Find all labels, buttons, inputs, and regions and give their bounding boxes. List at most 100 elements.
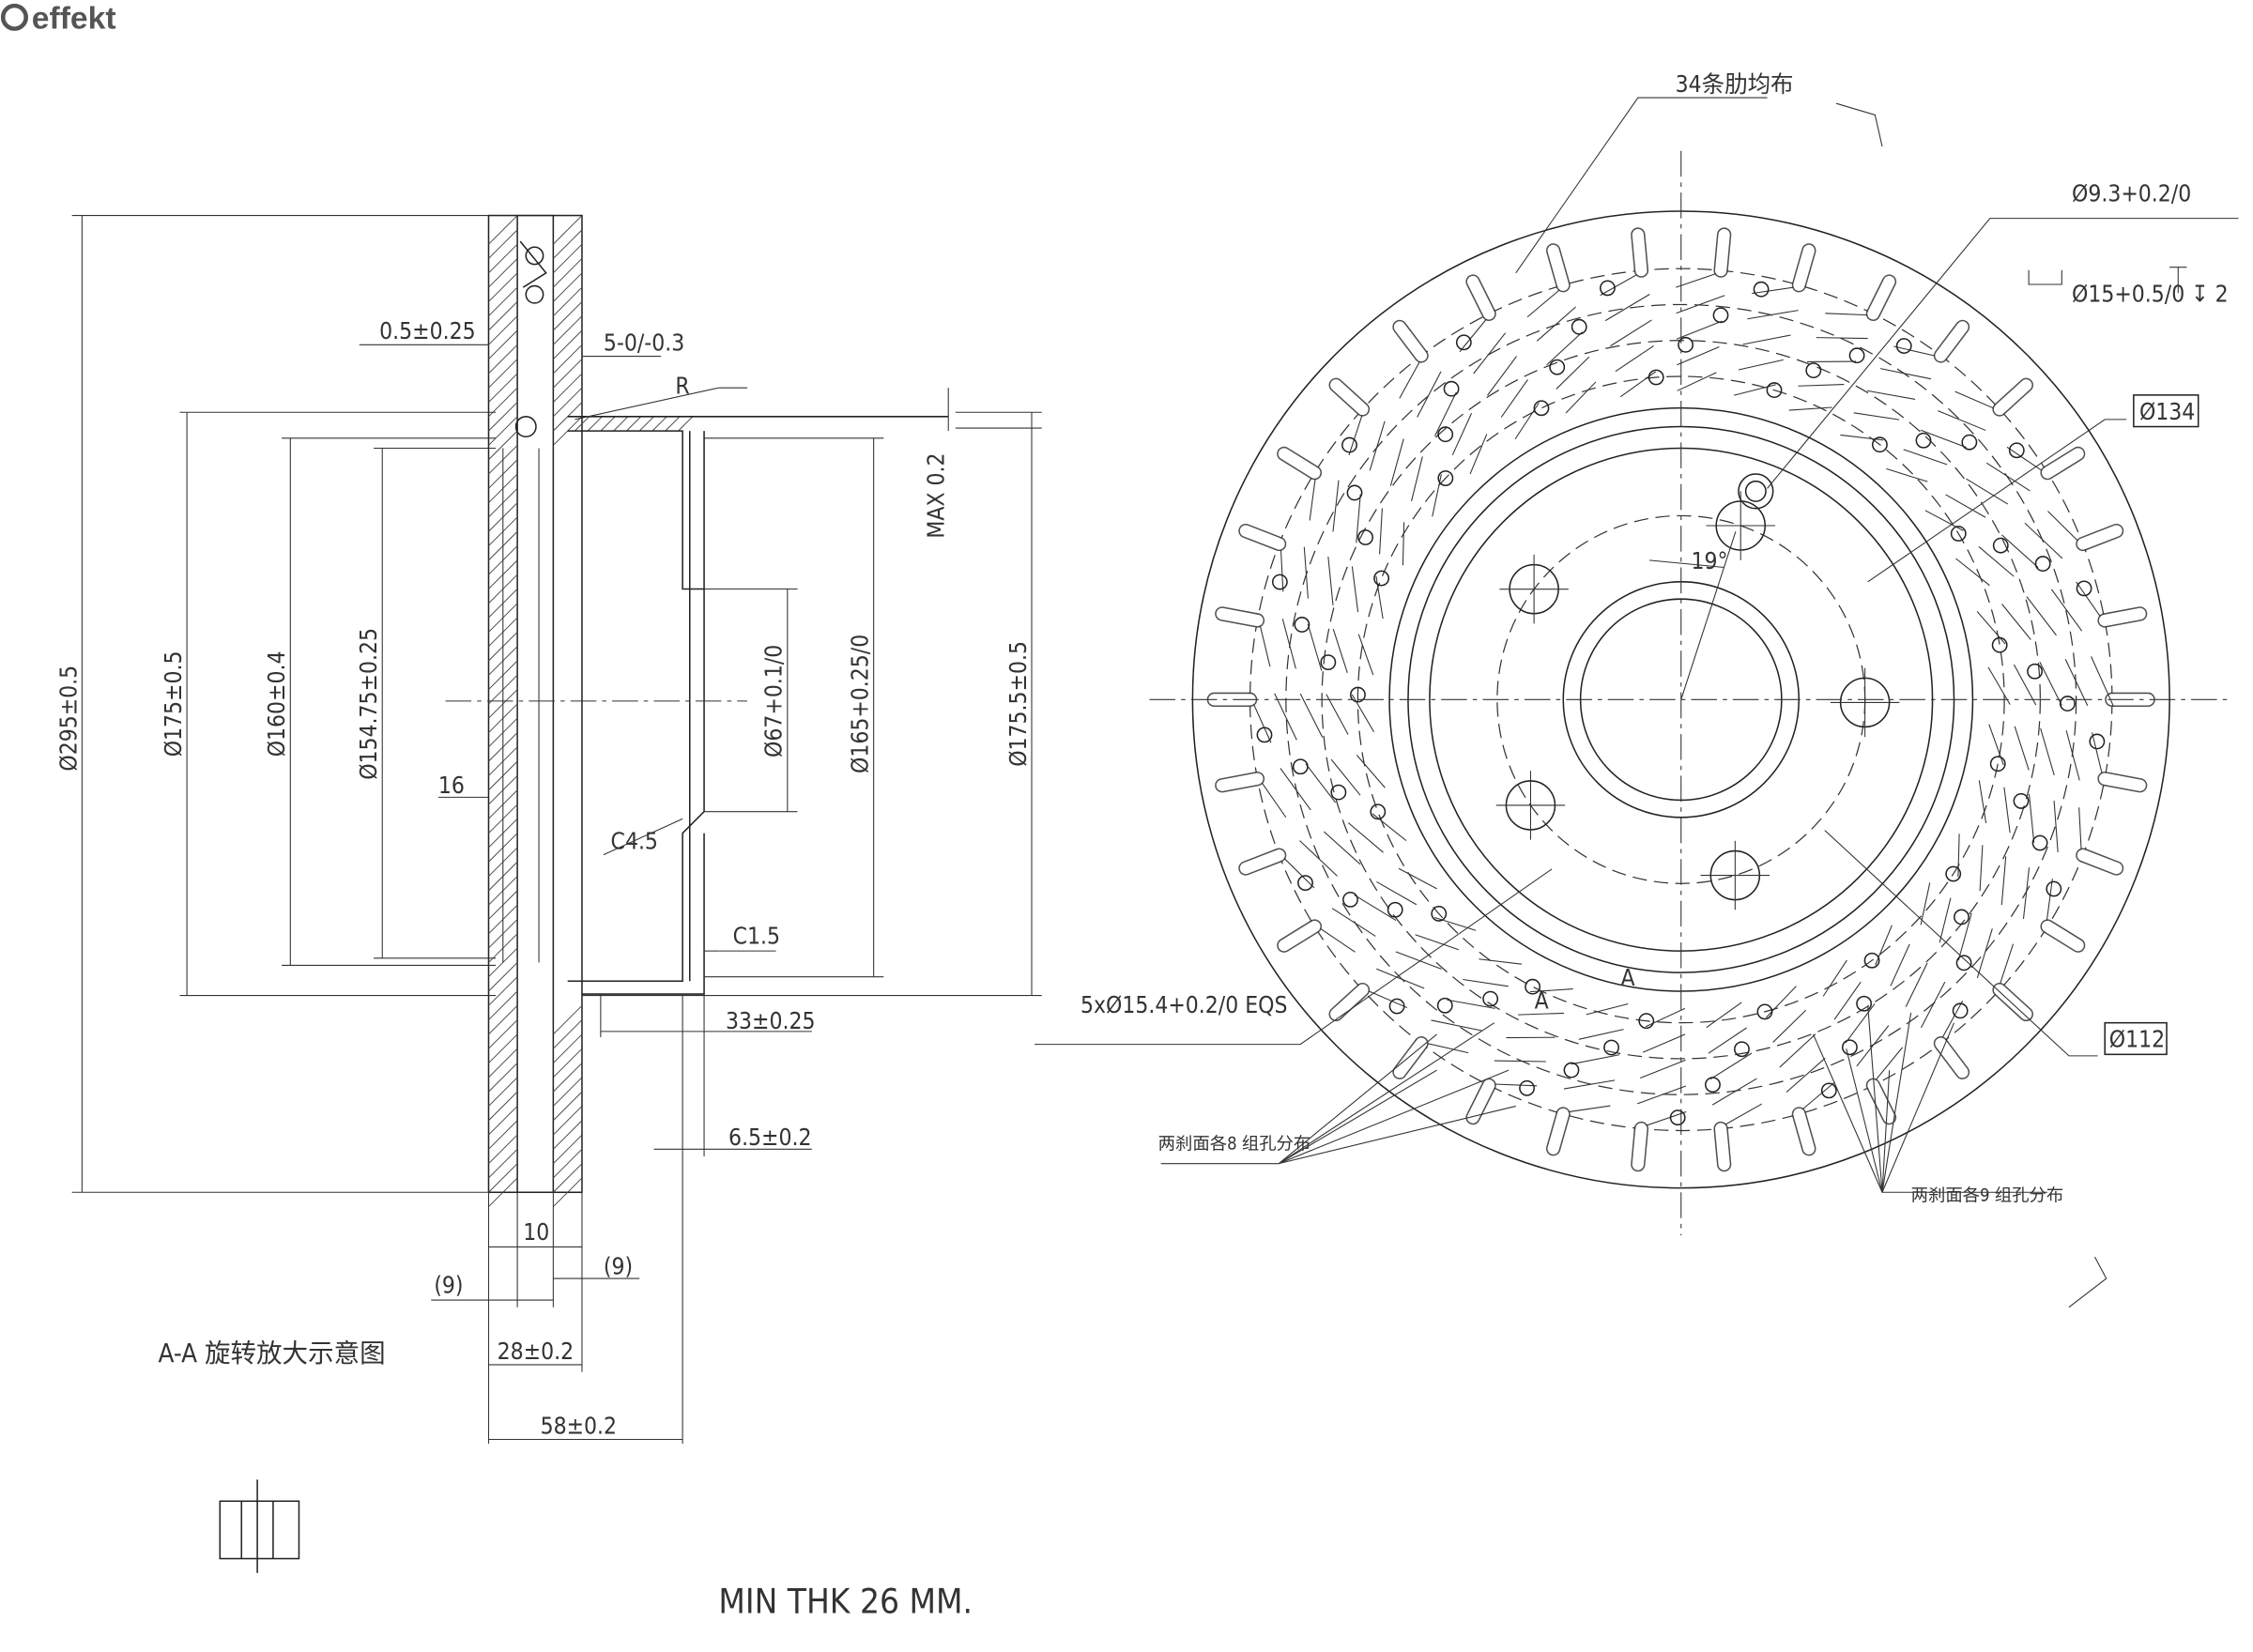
rib-hatch bbox=[1347, 822, 1384, 853]
drilled-hole bbox=[1945, 865, 1962, 882]
rib-hatch bbox=[1610, 319, 1652, 347]
rib-hatch bbox=[1417, 371, 1442, 418]
rib-hatch bbox=[1307, 623, 1323, 671]
small-hole-dim: Ø9.3+0.2/0 bbox=[2072, 179, 2191, 206]
rib-hatch bbox=[1518, 1012, 1565, 1016]
drilled-hole bbox=[1387, 901, 1403, 918]
rib-hatch bbox=[2003, 787, 2011, 834]
rib-hatch bbox=[1434, 916, 1477, 931]
counterbore-dim: Ø15+0.5/0 ↧ 2 bbox=[2072, 280, 2229, 307]
drilled-hole bbox=[1341, 436, 1357, 453]
drilled-hole bbox=[1346, 484, 1363, 501]
dim-58: 58±0.2 bbox=[541, 1412, 617, 1439]
dim-c45: C4.5 bbox=[611, 827, 658, 854]
note-9-groups: 两刹面各9 组孔分布 bbox=[1911, 1185, 2064, 1205]
rib-hatch bbox=[1833, 981, 1862, 1020]
drilled-hole bbox=[1533, 400, 1550, 417]
rib-hatch bbox=[1945, 494, 1986, 518]
rib-hatch bbox=[1372, 813, 1407, 842]
rib-hatch bbox=[1469, 434, 1488, 475]
drilled-hole bbox=[1437, 426, 1454, 443]
drilled-hole bbox=[1357, 529, 1373, 545]
rib-hatch bbox=[1398, 867, 1437, 890]
rib-hatch bbox=[1734, 384, 1776, 396]
drilled-hole bbox=[1805, 362, 1822, 379]
drilled-hole bbox=[1954, 909, 1969, 925]
rib-hatch bbox=[1324, 831, 1361, 865]
section-view: Ø295±0.5 Ø175±0.5 Ø160±0.4 Ø154.75±0.25 … bbox=[54, 214, 1042, 1622]
drilled-hole bbox=[2089, 733, 2106, 750]
rib-hatch bbox=[1676, 295, 1725, 314]
rib-hatch bbox=[2022, 867, 2031, 919]
rib-hatch bbox=[2014, 726, 2030, 771]
drilled-hole bbox=[1373, 570, 1389, 587]
drilled-hole bbox=[1989, 756, 2006, 772]
dim-c15: C1.5 bbox=[733, 922, 780, 949]
rib-hatch bbox=[2050, 589, 2083, 632]
rib-hatch bbox=[2000, 856, 2007, 906]
rib-hatch bbox=[1711, 1078, 1757, 1106]
rib-hatch bbox=[1473, 332, 1507, 375]
front-view: 34条肋均布 Ø9.3+0.2/0 Ø15+0.5/0 ↧ 2 Ø134 Ø11… bbox=[1035, 70, 2239, 1308]
drilled-hole bbox=[1571, 318, 1587, 335]
drilled-hole bbox=[1350, 686, 1366, 703]
rib-hatch bbox=[2028, 793, 2035, 843]
rib-hatch bbox=[1369, 421, 1386, 471]
rib-hatch bbox=[1853, 412, 1900, 421]
rib-hatch bbox=[1875, 925, 1893, 966]
rib-hatch bbox=[1903, 449, 1948, 466]
section-mark-a: A bbox=[1620, 964, 1634, 991]
dim-10: 10 bbox=[523, 1218, 549, 1246]
drilled-hole bbox=[1950, 526, 1967, 542]
drilled-hole bbox=[1292, 758, 1309, 775]
rib-hatch bbox=[1920, 429, 1967, 449]
rib-hatch bbox=[1274, 693, 1297, 741]
dim-9-right: (9) bbox=[604, 1252, 633, 1279]
drilled-hole bbox=[1525, 978, 1541, 995]
rib-hatch bbox=[1299, 840, 1338, 877]
drilled-hole bbox=[1863, 952, 1880, 969]
rib-hatch bbox=[1376, 968, 1425, 989]
dim-d160: Ø160±0.4 bbox=[263, 651, 290, 757]
drilled-hole bbox=[1766, 382, 1783, 399]
rib-hatch bbox=[1978, 780, 1987, 823]
drilled-hole bbox=[1856, 995, 1873, 1012]
rib-hatch bbox=[1816, 337, 1868, 340]
rib-hatch bbox=[1326, 694, 1349, 735]
drilled-hole bbox=[1841, 1039, 1858, 1056]
ribs-note: 34条肋均布 bbox=[1676, 70, 1794, 98]
drilled-hole bbox=[1342, 891, 1358, 908]
rib-hatch bbox=[1332, 629, 1348, 673]
rib-hatch bbox=[1985, 462, 2031, 492]
dim-gap: 0.5±0.25 bbox=[379, 317, 475, 344]
drilled-hole bbox=[1294, 617, 1310, 633]
rib-hatch bbox=[2024, 522, 2063, 559]
dim-d165: Ø165+0.25/0 bbox=[847, 635, 874, 773]
rib-hatch bbox=[1280, 768, 1311, 811]
drilled-hole bbox=[1437, 470, 1454, 486]
dim-five: 5-0/-0.3 bbox=[604, 329, 684, 356]
drilled-hole bbox=[2027, 663, 2043, 680]
rib-hatch bbox=[1677, 372, 1717, 391]
rib-hatch bbox=[1571, 1054, 1619, 1065]
rib-hatch bbox=[1354, 895, 1397, 922]
rib-hatch bbox=[1281, 619, 1296, 669]
drilled-hole bbox=[1600, 280, 1616, 297]
rib-hatch bbox=[1905, 962, 1928, 1007]
drilled-hole bbox=[1436, 997, 1453, 1014]
drilled-hole bbox=[2013, 792, 2030, 809]
rib-hatch bbox=[1514, 402, 1540, 440]
effekt-logo: effekt bbox=[0, 2, 116, 37]
rib-hatch bbox=[1957, 912, 1972, 961]
rib-hatch bbox=[1447, 999, 1495, 1009]
drilled-hole bbox=[1961, 434, 1978, 451]
outer-plate bbox=[552, 214, 583, 1194]
rib-hatch bbox=[1788, 406, 1832, 411]
rib-hatch bbox=[1920, 882, 1931, 925]
drilled-hole bbox=[1256, 727, 1273, 743]
drilled-hole bbox=[1271, 574, 1288, 590]
rib-hatch bbox=[1856, 1025, 1890, 1067]
drilled-hole bbox=[2034, 556, 2051, 573]
drilled-hole bbox=[1370, 803, 1387, 820]
rib-hatch bbox=[1645, 1007, 1686, 1028]
